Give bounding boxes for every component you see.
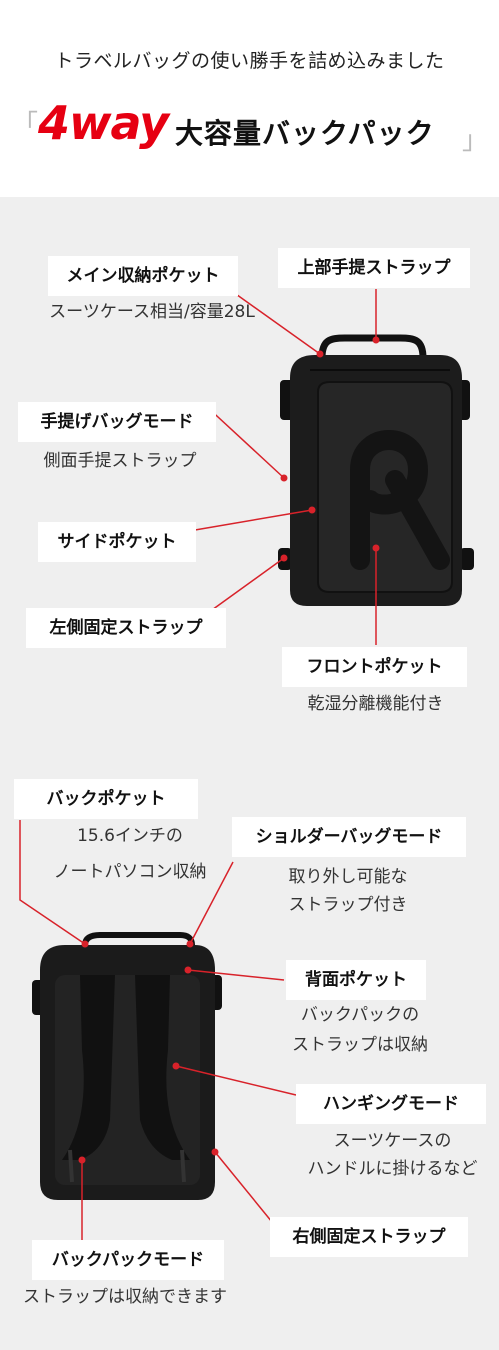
- backpack-mode-label: バックパックモード: [32, 1240, 224, 1280]
- hanging-mode-desc-2: ハンドルに掛けるなど: [307, 1159, 478, 1179]
- hanging-mode-desc-1: スーツケースの: [333, 1131, 452, 1151]
- back-pocket-desc-1: 15.6インチの: [77, 826, 183, 846]
- shoulder-mode-label: ショルダーバッグモード: [232, 817, 466, 857]
- leader-dots: [78, 336, 380, 1164]
- front-pocket-desc: 乾湿分離機能付き: [307, 694, 444, 714]
- back-bag-image: [32, 932, 222, 1200]
- back-pocket-desc-2: ノートパソコン収納: [53, 862, 207, 882]
- back-pocket-label: バックポケット: [14, 779, 198, 819]
- left-strap-label: 左側固定ストラップ: [26, 608, 226, 648]
- front-bag-image: [278, 334, 474, 606]
- main-pocket-label: メイン収納ポケット: [48, 256, 238, 296]
- main-pocket-desc: スーツケース相当/容量28L: [49, 302, 255, 322]
- hand-mode-label: 手提げバッグモード: [18, 402, 216, 442]
- rear-pocket-label: 背面ポケット: [286, 960, 426, 1000]
- leader-lines: [19, 286, 377, 1240]
- hand-mode-desc: 側面手提ストラップ: [43, 451, 197, 471]
- side-pocket-label: サイドポケット: [38, 522, 196, 562]
- front-pocket-label: フロントポケット: [282, 647, 467, 687]
- rear-pocket-desc-2: ストラップは収納: [292, 1035, 428, 1055]
- bracket-close: 」: [462, 126, 489, 156]
- shoulder-mode-desc-2: ストラップ付き: [288, 895, 408, 915]
- backpack-mode-desc: ストラップは収納できます: [23, 1287, 227, 1307]
- right-strap-label: 右側固定ストラップ: [270, 1217, 468, 1257]
- rear-pocket-desc-1: バックパックの: [300, 1005, 420, 1025]
- top-strap-label: 上部手提ストラップ: [278, 248, 470, 288]
- title-accent: 4way: [38, 96, 169, 150]
- bracket-open: 「: [12, 110, 39, 140]
- header: トラベルバッグの使い勝手を詰め込みました 「 4way 大容量バックパック 」: [0, 0, 499, 197]
- title-row: 「 4way 大容量バックパック 」: [0, 96, 499, 158]
- hanging-mode-label: ハンギングモード: [296, 1084, 486, 1124]
- subtitle: トラベルバッグの使い勝手を詰め込みました: [54, 50, 445, 72]
- title-main: 大容量バックパック: [175, 117, 435, 150]
- shoulder-mode-desc-1: 取り外し可能な: [288, 867, 408, 887]
